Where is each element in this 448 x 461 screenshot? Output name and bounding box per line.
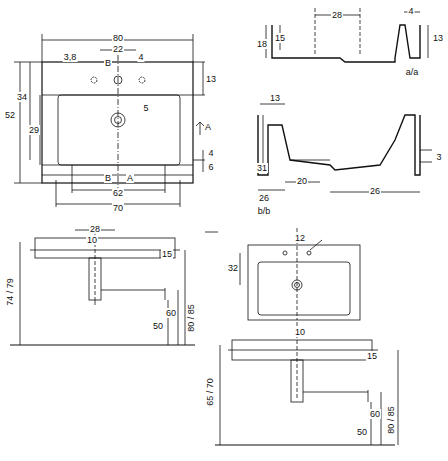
dimension-label: 3,8 bbox=[63, 52, 78, 62]
dimension-label: 6 bbox=[207, 162, 214, 172]
dimension-label: 20 bbox=[296, 176, 308, 186]
dimension-label: 13 bbox=[205, 74, 217, 84]
dimension-label: 50 bbox=[356, 427, 368, 437]
dimension-label: 26 bbox=[369, 186, 381, 196]
dimension-label: 34 bbox=[16, 92, 28, 102]
dimension-label: B bbox=[104, 173, 112, 183]
dimension-label: a/a bbox=[405, 67, 420, 77]
dimension-label: 50 bbox=[152, 321, 164, 331]
dimension-label: 74 / 79 bbox=[5, 277, 15, 307]
dimension-label: 62 bbox=[112, 188, 124, 198]
dimension-label: 80 / 85 bbox=[186, 303, 196, 333]
dimension-label: 4 bbox=[207, 148, 214, 158]
dimension-label: 60 bbox=[369, 409, 381, 419]
dimension-label: 32 bbox=[227, 263, 239, 273]
dimension-label: 4 bbox=[407, 6, 414, 16]
dimension-label: 3 bbox=[435, 152, 442, 162]
dimension-label: 15 bbox=[161, 249, 173, 259]
dimension-label: 80 / 85 bbox=[386, 405, 396, 435]
dimension-label: 52 bbox=[4, 110, 16, 120]
dimension-label: 4 bbox=[137, 52, 144, 62]
dimension-label: 5 bbox=[142, 103, 149, 113]
dimension-label: B bbox=[104, 58, 112, 68]
dimension-label: 13 bbox=[269, 93, 281, 103]
dimension-label: 28 bbox=[331, 10, 343, 20]
dimension-label: 18 bbox=[256, 39, 268, 49]
dimension-label: 15 bbox=[274, 33, 286, 43]
dimension-label: 22 bbox=[112, 44, 124, 54]
dimension-label: 12 bbox=[294, 233, 306, 243]
dimension-label: 15 bbox=[366, 351, 378, 361]
dimension-label: 29 bbox=[28, 125, 40, 135]
dimension-label: 80 bbox=[112, 33, 124, 43]
dimension-label: 65 / 70 bbox=[205, 377, 215, 407]
dimension-label: 60 bbox=[165, 308, 177, 318]
dimension-label: 70 bbox=[112, 203, 124, 213]
dimension-label: b/b bbox=[257, 206, 272, 216]
dimension-label: 31 bbox=[256, 163, 268, 173]
dimension-label: 10 bbox=[294, 327, 306, 337]
dimension-label: 10 bbox=[86, 235, 98, 245]
dimension-label: 26 bbox=[258, 193, 270, 203]
dimension-label: A bbox=[204, 122, 212, 132]
dimension-label: A bbox=[126, 173, 134, 183]
dimension-label: 13 bbox=[432, 33, 444, 43]
dimension-label: 28 bbox=[89, 224, 101, 234]
